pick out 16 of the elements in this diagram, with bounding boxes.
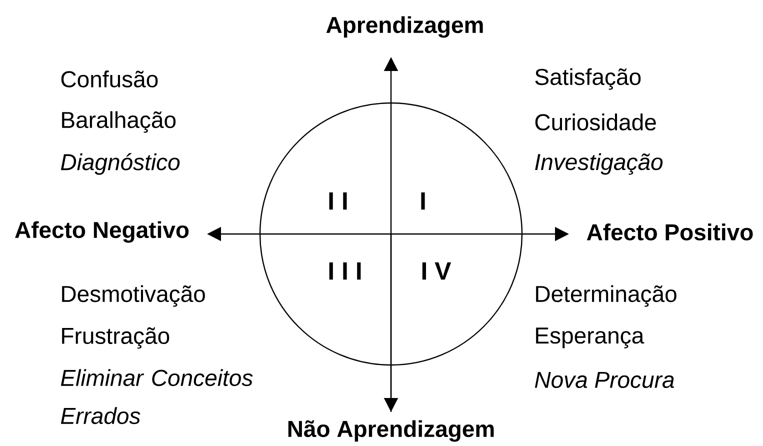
emotion-label: Desmotivação: [62, 285, 205, 307]
activity-label: Eliminar Conceitos Errados: [60, 369, 253, 424]
quadrant-numeral: I V: [422, 262, 452, 280]
emotion-label: Frustração: [62, 327, 170, 349]
activity-label: Diagnóstico: [60, 153, 180, 175]
axis-label: Afecto Negativo: [15, 221, 189, 243]
axis-label: Não Aprendizagem: [288, 420, 494, 442]
quadrant-numeral: I: [421, 192, 425, 210]
axis-label: Aprendizagem: [326, 16, 483, 38]
emotion-label: Satisfação: [535, 68, 641, 90]
activity-label: Nova Procura: [534, 372, 674, 388]
quadrant-numeral: I I I: [329, 262, 361, 280]
emotion-label: Confusão: [61, 70, 158, 88]
axis-label: Afecto Positivo: [586, 224, 753, 240]
emotion-label: Baralhação: [62, 111, 176, 133]
quadrant-numeral: I I: [329, 192, 347, 210]
